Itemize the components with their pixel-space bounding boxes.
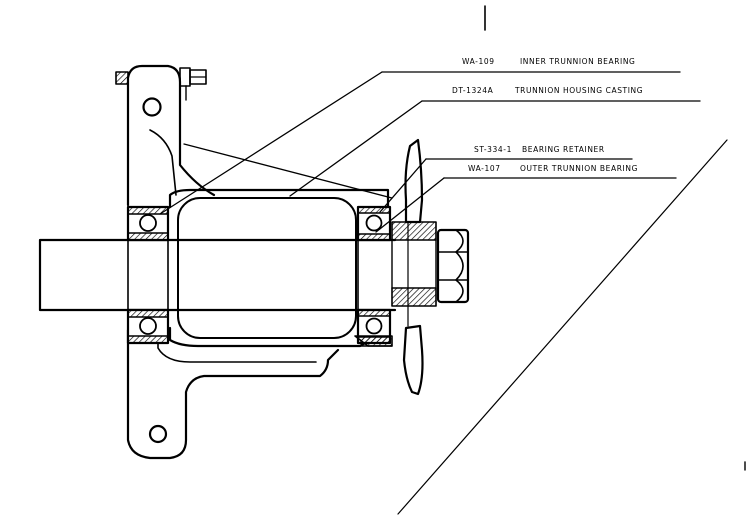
callout-2-part: DT-1324A — [452, 86, 494, 95]
housing-casting — [126, 64, 390, 460]
upper-mounting-hole — [142, 97, 162, 117]
leader-lines — [159, 71, 701, 233]
callout-labels: WA-109 INNER TRUNNION BEARING DT-1324A T… — [452, 57, 643, 173]
callout-3-part: ST-334-1 — [474, 145, 512, 154]
callout-3-desc: BEARING RETAINER — [522, 145, 605, 154]
lower-mounting-hole — [148, 424, 168, 444]
callout-4-part: WA-107 — [468, 164, 501, 173]
leader-web-line — [183, 143, 393, 199]
outer-trunnion-bearing — [356, 205, 392, 345]
callout-1-part: WA-109 — [462, 57, 495, 66]
pulley-sheave — [391, 138, 437, 396]
shaft — [38, 235, 397, 315]
diagonal-construction-line — [397, 139, 728, 515]
shaft-end-nut — [436, 228, 470, 304]
callout-4-desc: OUTER TRUNNION BEARING — [520, 164, 638, 173]
leader-inner-bearing — [159, 71, 383, 215]
bearing-retainer — [354, 335, 393, 347]
callout-1-desc: INNER TRUNNION BEARING — [520, 57, 635, 66]
leader-outer-bearing — [375, 177, 445, 233]
mounting-bolt — [115, 67, 207, 101]
leader-housing-casting — [289, 100, 423, 197]
inner-trunnion-bearing — [126, 205, 170, 345]
leader-bearing-retainer — [379, 158, 427, 213]
callout-2-desc: TRUNNION HOUSING CASTING — [514, 86, 643, 95]
